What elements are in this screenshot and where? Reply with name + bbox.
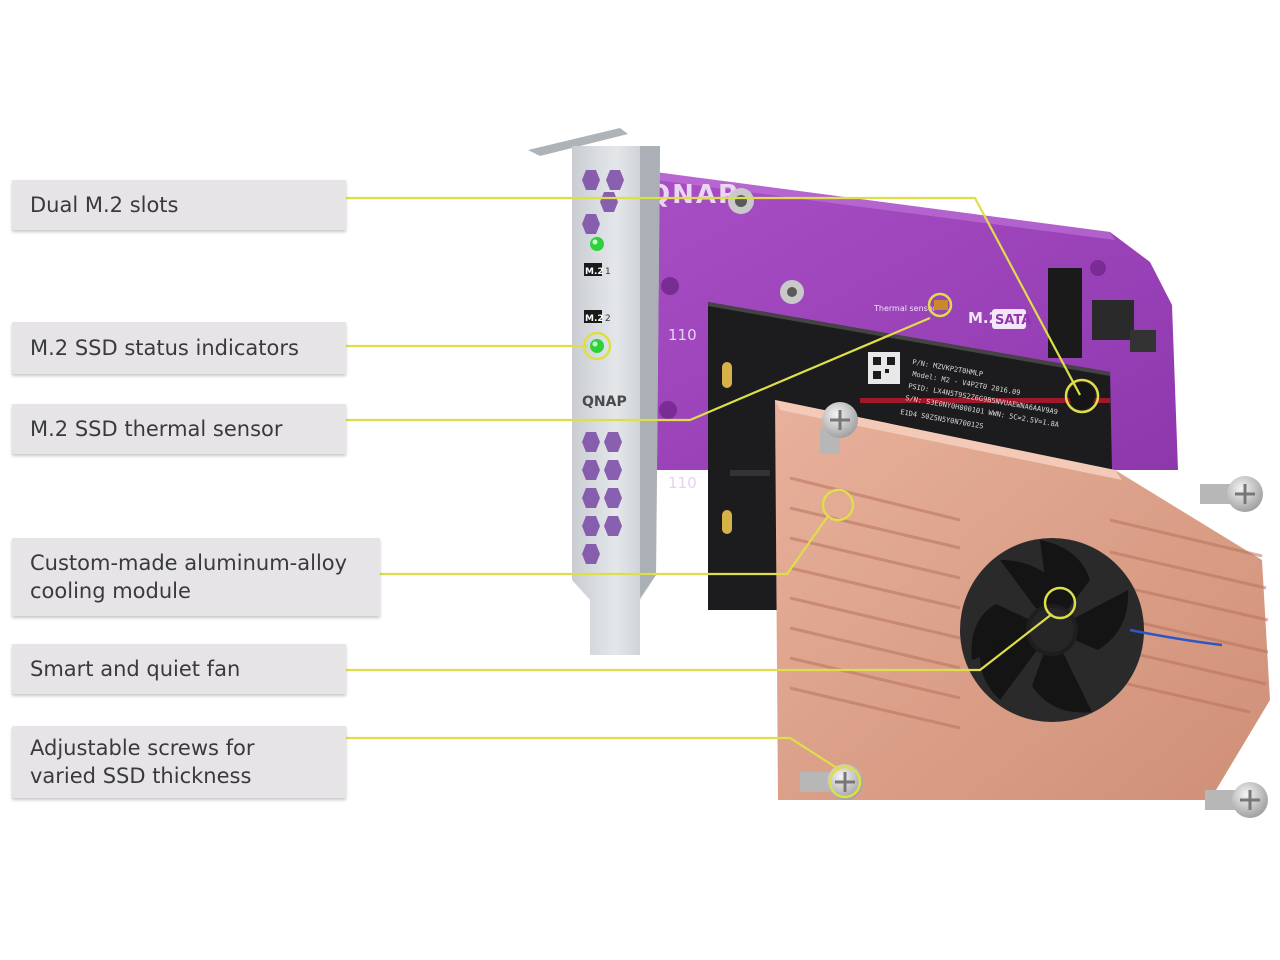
bracket-brand-text: QNAP <box>582 394 627 410</box>
pcb-mounting-hole <box>780 280 804 304</box>
callout-marker-thermal-sensor <box>927 292 953 318</box>
callout-marker-dual-slots <box>1064 378 1100 414</box>
label-text: M.2 SSD thermal sensor <box>30 417 283 441</box>
label-dual-m2-slots: Dual M.2 slots <box>12 180 346 230</box>
callout-markers <box>582 292 1100 799</box>
label-text: Smart and quiet fan <box>30 657 241 681</box>
label-screws: Adjustable screws for varied SSD thickne… <box>12 726 346 798</box>
slot2-tag: M.2 <box>585 314 604 324</box>
cooling-fan <box>960 538 1144 722</box>
pcb-brand-text: QNAP <box>648 180 739 210</box>
callout-marker-cooling-module <box>821 488 855 522</box>
label-text: Adjustable screws for varied SSD thickne… <box>30 736 255 788</box>
callout-marker-status-indicators <box>582 331 612 361</box>
callout-marker-screws <box>828 765 862 799</box>
screw-bottom-right <box>1205 782 1268 818</box>
slot1-num: 1 <box>605 267 611 277</box>
qr-code-icon <box>868 352 900 384</box>
length-mark-top: 110 <box>668 326 697 344</box>
label-text: M.2 SSD status indicators <box>30 336 299 360</box>
callout-line-cooling-module <box>380 515 829 576</box>
m2-connector <box>1048 268 1082 358</box>
label-status-indicators: M.2 SSD status indicators <box>12 322 346 374</box>
slot2-num: 2 <box>605 314 611 324</box>
callout-marker-fan <box>1043 586 1077 620</box>
interface-badge: SATA <box>995 313 1031 328</box>
pcie-bracket: M.2 1 M.2 2 QNAP <box>528 128 660 655</box>
thermal-sensor-silk: Thermal sensor <box>873 304 937 313</box>
interface-badge-box <box>992 309 1026 329</box>
label-fan: Smart and quiet fan <box>12 644 346 694</box>
label-text: Custom-made aluminum-alloy cooling modul… <box>30 551 348 603</box>
callout-line-thermal-sensor <box>346 316 931 422</box>
status-led-1 <box>590 237 604 251</box>
callout-lines <box>346 196 1081 771</box>
callout-line-dual-slots <box>346 196 1081 396</box>
callout-line-screws <box>346 736 841 771</box>
label-text: Dual M.2 slots <box>30 193 179 217</box>
length-mark-bottom: 110 <box>668 474 697 492</box>
interface-tag: M.2 <box>968 309 999 327</box>
slot1-tag: M.2 <box>585 267 604 277</box>
heatsink <box>775 400 1270 800</box>
ssd-bottom <box>708 458 788 610</box>
controller-chip <box>1092 300 1134 340</box>
label-thermal-sensor: M.2 SSD thermal sensor <box>12 404 346 454</box>
thermal-sensor-component <box>934 300 948 310</box>
callout-line-fan <box>346 613 1053 672</box>
label-cooling-module: Custom-made aluminum-alloy cooling modul… <box>12 538 380 616</box>
pcb-mounting-hole <box>728 188 754 214</box>
screw-top-right <box>1200 476 1263 512</box>
status-led-2 <box>590 339 604 353</box>
screw-top-left <box>820 402 858 454</box>
screw-bottom-left <box>800 764 863 800</box>
